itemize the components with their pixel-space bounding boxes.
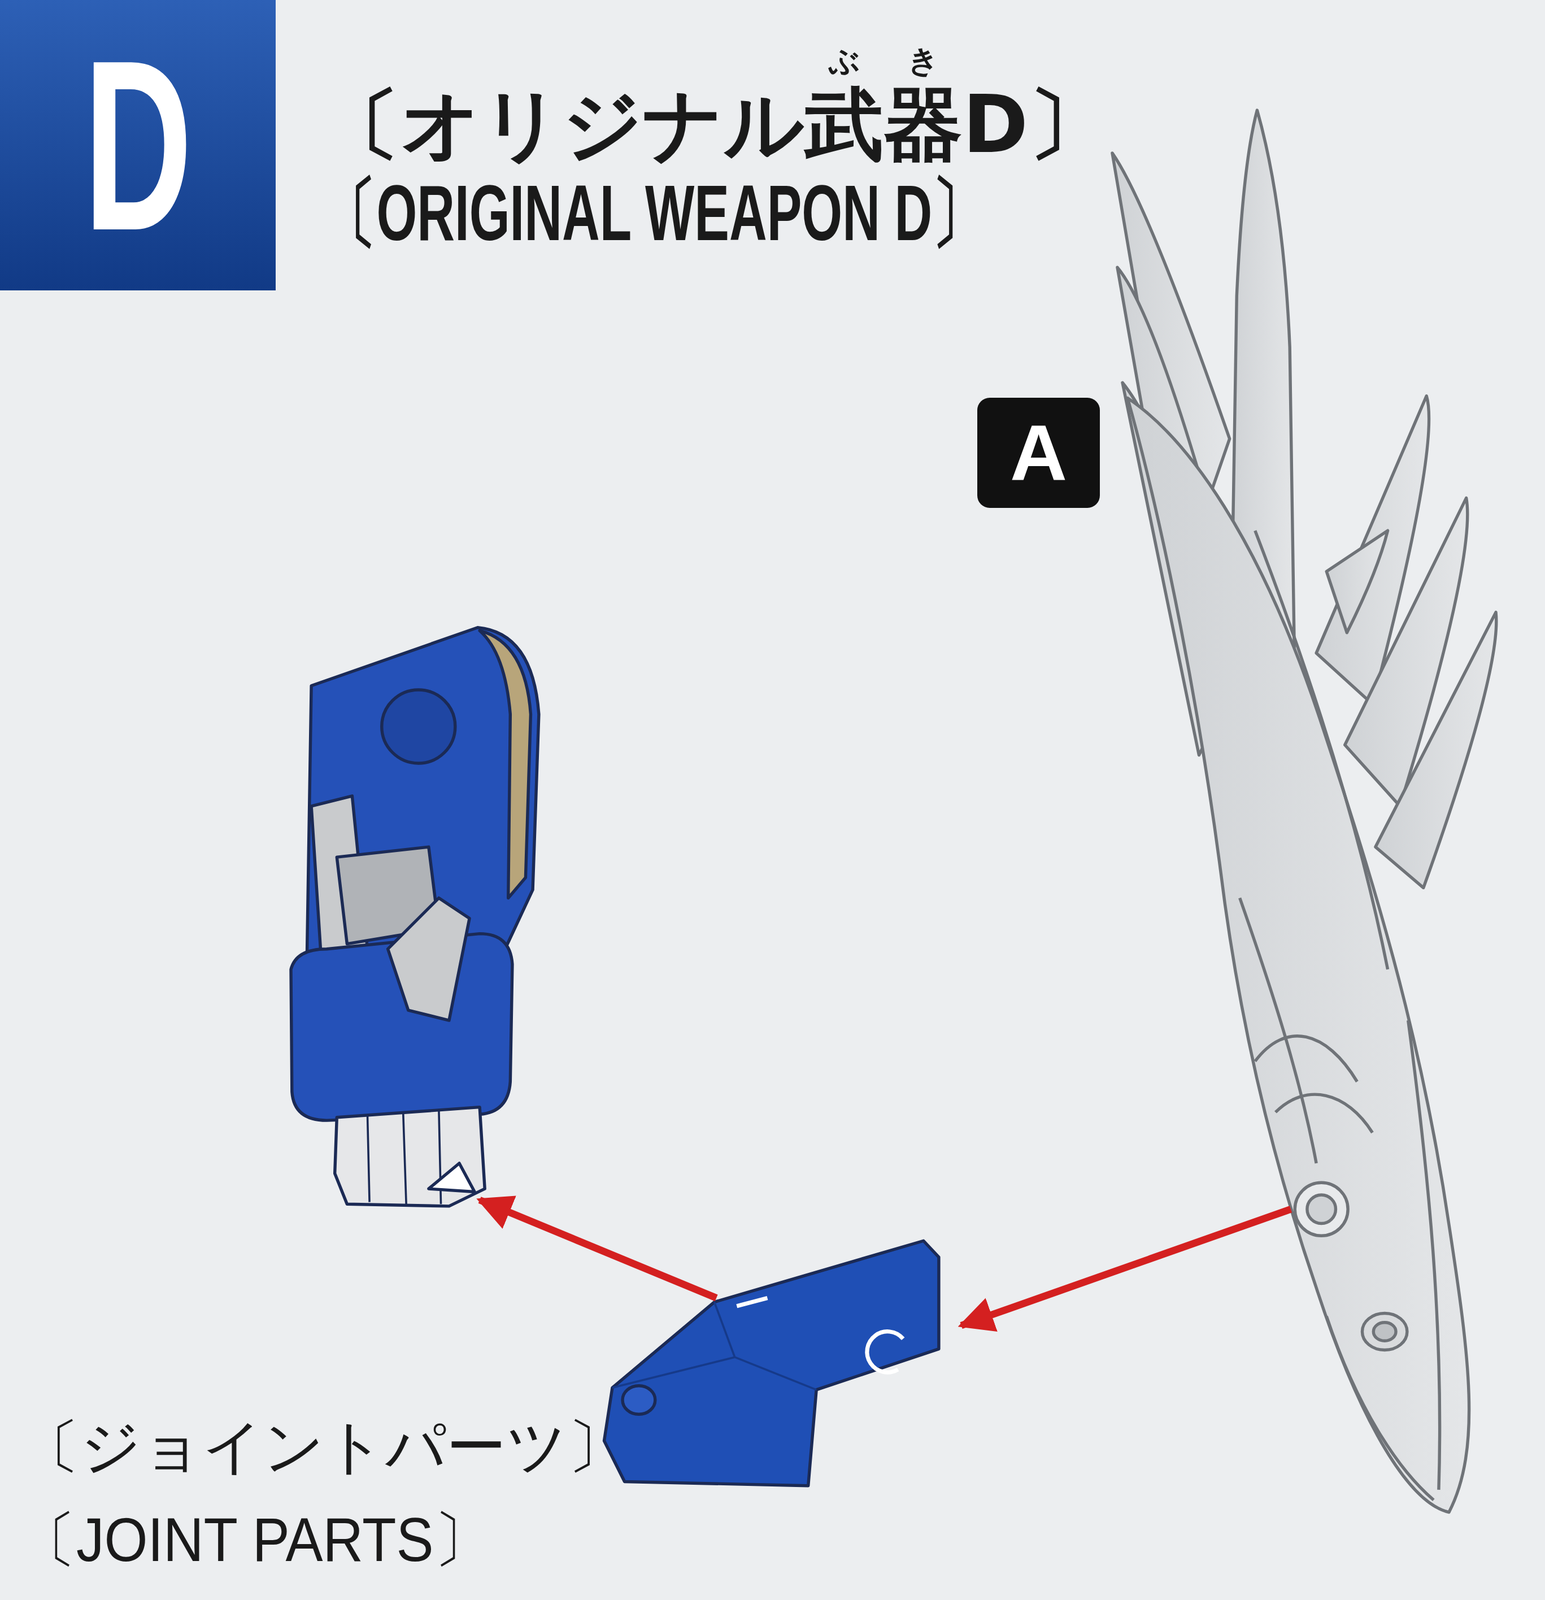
badge-letter: A — [1010, 407, 1068, 499]
furigana: ぶ — [828, 40, 860, 82]
part-name-english: 〔JOINT PARTS〕 — [20, 1498, 490, 1583]
joint-part-illustration — [603, 1240, 939, 1486]
part-name: 〔ジョイントパーツ〕 — [20, 1406, 628, 1488]
assembly-arrow — [479, 1199, 1291, 1326]
furigana: き — [907, 40, 939, 82]
hand-illustration — [290, 627, 539, 1207]
runner-letter-badge: A — [977, 397, 1100, 508]
section-badge: D — [0, 0, 276, 291]
title: 〔オリジナル武器D〕 — [321, 72, 1108, 180]
badge-letter: D — [83, 5, 193, 285]
weapon-illustration — [1112, 110, 1497, 1513]
subtitle-english: 〔ORIGINAL WEAPON D〕 — [324, 160, 985, 268]
